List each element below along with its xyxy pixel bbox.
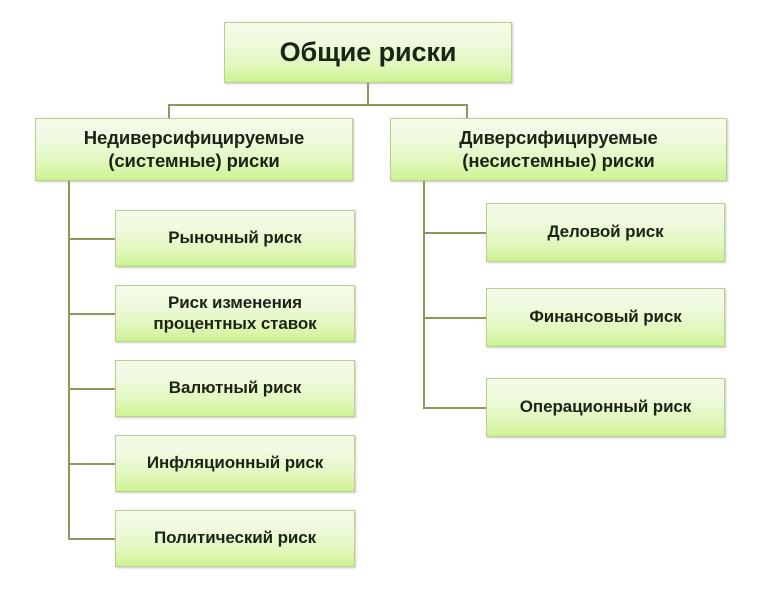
node-root-label: Общие риски <box>279 37 457 68</box>
connector-root-bar <box>168 104 468 106</box>
node-inflation-risk[interactable]: Инфляционный риск <box>115 435 355 492</box>
node-operational-risk-label: Операционный риск <box>519 397 692 417</box>
node-inflation-risk-label: Инфляционный риск <box>146 453 324 473</box>
node-systemic-risks-label-line2: (системные) риски <box>108 149 280 171</box>
node-political-risk-label: Политический риск <box>154 528 316 548</box>
node-diversifiable-risks-label-line2: (несистемные) риски <box>462 149 655 171</box>
node-systemic-risks[interactable]: Недиверсифицируемые (системные) риски <box>35 118 353 181</box>
node-diversifiable-risks[interactable]: Диверсифицируемые (несистемные) риски <box>390 118 727 181</box>
connector-diversifiable-rib-2 <box>423 317 486 319</box>
node-interest-rate-risk-label: Риск изменения процентных ставок <box>153 293 316 334</box>
connector-diversifiable-rib-3 <box>423 407 486 409</box>
connector-root-to-systemic <box>168 104 170 119</box>
node-interest-rate-risk-label-line2: процентных ставок <box>153 313 317 333</box>
node-systemic-risks-label-line1: Недиверсифицируемые <box>83 126 305 148</box>
node-operational-risk[interactable]: Операционный риск <box>486 378 725 437</box>
node-interest-rate-risk[interactable]: Риск изменения процентных ставок <box>115 285 355 342</box>
node-political-risk[interactable]: Политический риск <box>115 510 355 567</box>
connector-systemic-rib-3 <box>68 388 116 390</box>
node-currency-risk[interactable]: Валютный риск <box>115 360 355 417</box>
node-business-risk[interactable]: Деловой риск <box>486 203 725 262</box>
connector-systemic-rib-4 <box>68 463 116 465</box>
connector-root-to-diversifiable <box>466 104 468 119</box>
connector-systemic-rib-1 <box>68 238 116 240</box>
node-financial-risk[interactable]: Финансовый риск <box>486 288 725 347</box>
connector-systemic-rib-5 <box>68 538 116 540</box>
connector-diversifiable-trunk <box>423 181 425 408</box>
node-currency-risk-label: Валютный риск <box>168 378 302 398</box>
node-diversifiable-risks-label-line1: Диверсифицируемые <box>459 126 658 148</box>
node-business-risk-label: Деловой риск <box>547 222 664 242</box>
node-market-risk[interactable]: Рыночный риск <box>115 210 355 267</box>
node-market-risk-label: Рыночный риск <box>168 228 302 248</box>
node-diversifiable-risks-label: Диверсифицируемые (несистемные) риски <box>459 126 658 172</box>
node-root-general-risks[interactable]: Общие риски <box>224 22 512 83</box>
connector-diversifiable-rib-1 <box>423 232 486 234</box>
connector-root-stem <box>367 83 369 105</box>
node-financial-risk-label: Финансовый риск <box>529 307 682 327</box>
connector-systemic-trunk <box>68 181 70 539</box>
connector-systemic-rib-2 <box>68 313 116 315</box>
node-interest-rate-risk-label-line1: Риск изменения <box>168 292 302 312</box>
node-systemic-risks-label: Недиверсифицируемые (системные) риски <box>83 126 305 172</box>
